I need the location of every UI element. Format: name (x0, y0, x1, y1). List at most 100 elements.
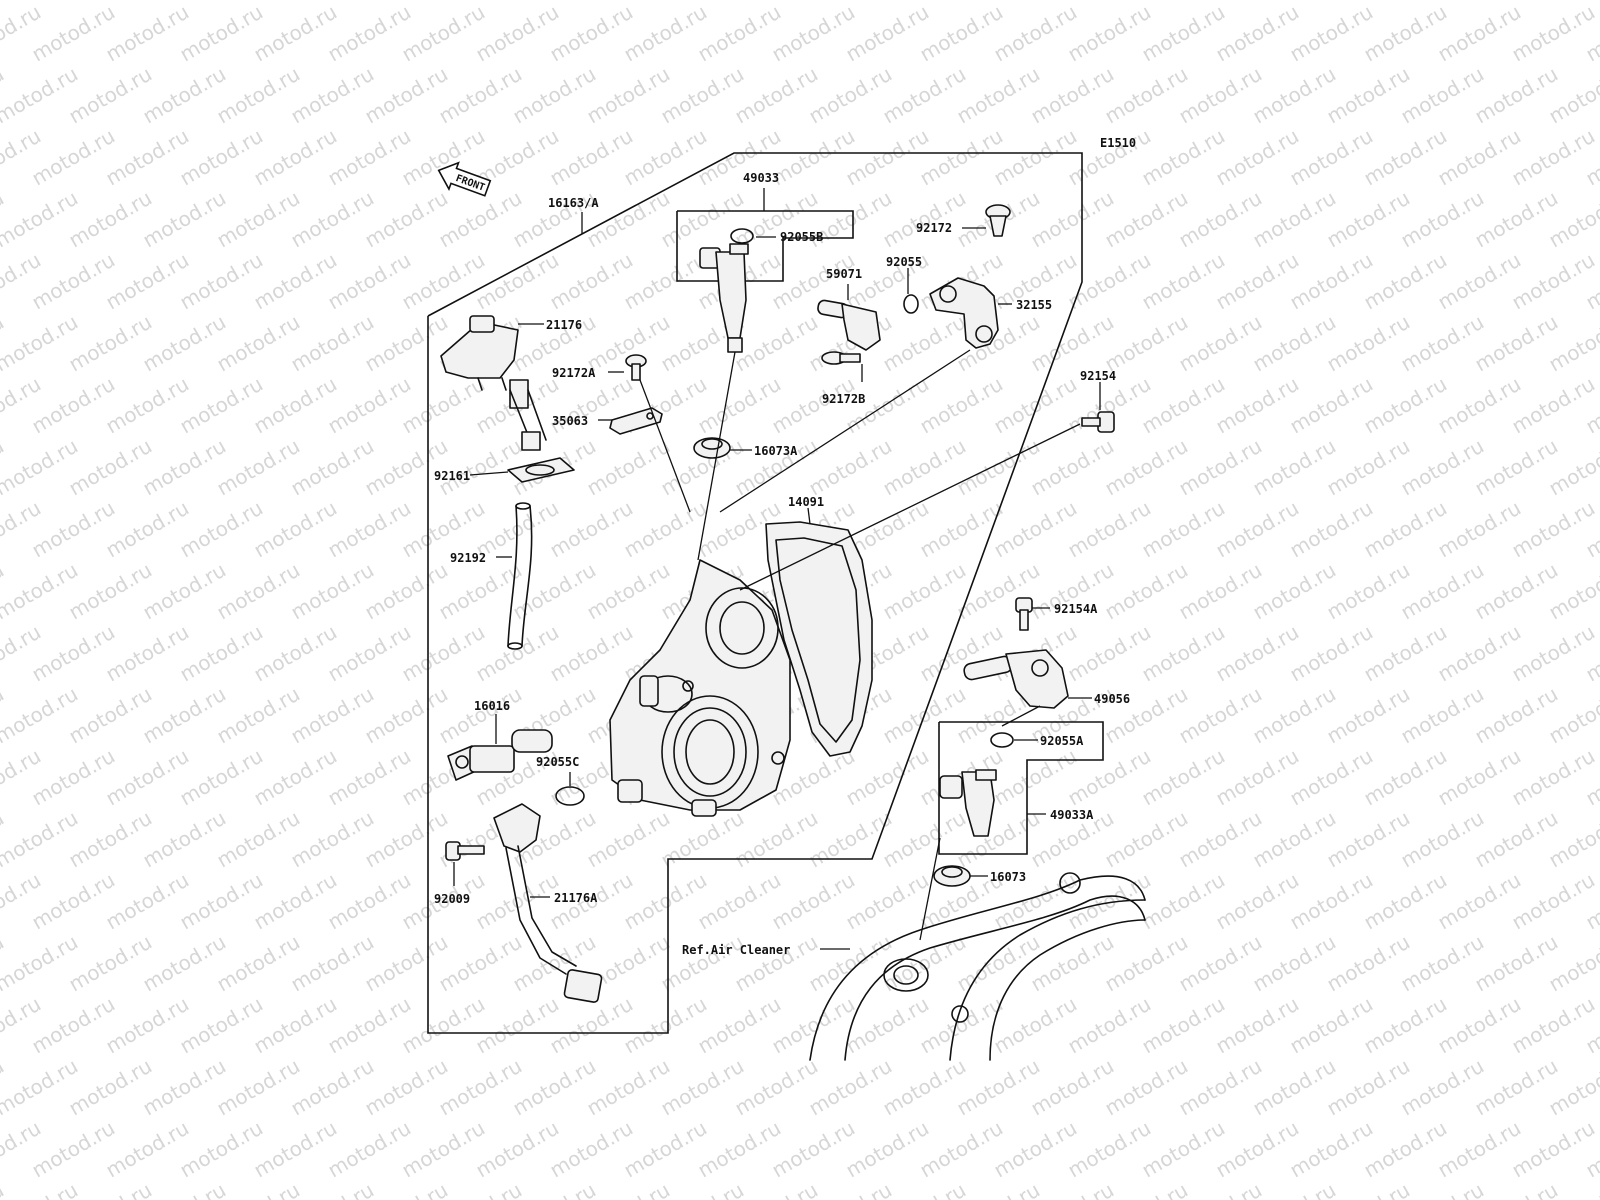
watermark-text: motod.ru (324, 124, 415, 191)
watermark-text: motod.ru (1138, 620, 1229, 687)
watermark-text: motod.ru (1101, 558, 1192, 625)
watermark-text: motod.ru (176, 248, 267, 315)
watermark-text: motod.ru (287, 1054, 378, 1121)
watermark-text: motod.ru (176, 1116, 267, 1183)
watermark-text: motod.ru (1434, 868, 1525, 935)
watermark-text: motod.ru (1212, 868, 1303, 935)
watermark-text: motod.ru (1027, 310, 1118, 377)
watermark-text: motod.ru (1249, 682, 1340, 749)
watermark-text: motod.ru (1249, 806, 1340, 873)
watermark-text: motod.ru (842, 868, 933, 935)
watermark-text: motod.ru (1286, 868, 1377, 935)
watermark-text: motod.ru (1064, 1116, 1155, 1183)
watermark-text: motod.ru (842, 744, 933, 811)
watermark-text: motod.ru (435, 1054, 526, 1121)
watermark-text: motod.ru (805, 0, 896, 4)
watermark-text: motod.ru (1397, 0, 1488, 4)
watermark-text: motod.ru (1064, 0, 1155, 66)
watermark-text: motod.ru (1471, 0, 1562, 4)
watermark-text: motod.ru (1249, 434, 1340, 501)
watermark-text: motod.ru (1101, 310, 1192, 377)
label-21176: 21176 (546, 318, 582, 332)
watermark-text: motod.ru (1508, 1116, 1599, 1183)
watermark-text: motod.ru (1064, 620, 1155, 687)
watermark-text: motod.ru (1175, 434, 1266, 501)
watermark-text: motod.ru (28, 620, 119, 687)
watermark-text: motod.ru (1323, 806, 1414, 873)
watermark-text: motod.ru (361, 186, 452, 253)
label-16073A: 16073A (754, 444, 798, 458)
watermark-text: motod.ru (731, 806, 822, 873)
watermark-text: motod.ru (324, 992, 415, 1059)
watermark-text: motod.ru (139, 806, 230, 873)
watermark-text: motod.ru (657, 62, 748, 129)
watermark-text: motod.ru (916, 496, 1007, 563)
label-92055: 92055 (886, 255, 922, 269)
watermark-text: motod.ru (1249, 558, 1340, 625)
watermark-text: motod.ru (250, 868, 341, 935)
label-35063: 35063 (552, 414, 588, 428)
watermark-text: motod.ru (879, 62, 970, 129)
watermark-text: motod.ru (176, 372, 267, 439)
part-92161-plate (507, 457, 575, 483)
watermark-text: motod.ru (250, 124, 341, 191)
watermark-text: motod.ru (657, 930, 748, 997)
watermark-text: motod.ru (509, 0, 600, 4)
watermark-text: motod.ru (1434, 1116, 1525, 1183)
watermark-text: motod.ru (1397, 806, 1488, 873)
watermark-text: motod.ru (1138, 124, 1229, 191)
watermark-text: motod.ru (1397, 930, 1488, 997)
watermark-text: motod.ru (398, 372, 489, 439)
watermark-text: motod.ru (213, 806, 304, 873)
watermark-text: motod.ru (65, 0, 156, 4)
part-16073A-grommet (693, 437, 731, 459)
watermark-text: motod.ru (250, 992, 341, 1059)
watermark-text: motod.ru (398, 0, 489, 66)
watermark-text: motod.ru (102, 992, 193, 1059)
watermark-text: motod.ru (1323, 186, 1414, 253)
watermark-text: motod.ru (324, 248, 415, 315)
watermark-text: motod.ru (472, 0, 563, 66)
watermark-text: motod.ru (1212, 124, 1303, 191)
watermark-text: motod.ru (1175, 558, 1266, 625)
watermark-text: motod.ru (435, 186, 526, 253)
watermark-text: motod.ru (1175, 682, 1266, 749)
watermark-text: motod.ru (1508, 496, 1599, 563)
watermark-text: motod.ru (28, 1116, 119, 1183)
watermark-text: motod.ru (731, 930, 822, 997)
watermark-text: motod.ru (28, 0, 119, 66)
watermark-text: motod.ru (1360, 992, 1451, 1059)
watermark-text: motod.ru (509, 62, 600, 129)
watermark-text: motod.ru (1249, 62, 1340, 129)
watermark-text: motod.ru (509, 1054, 600, 1121)
watermark-text: motod.ru (1249, 1054, 1340, 1121)
watermark-text: motod.ru (102, 248, 193, 315)
watermark-text: motod.ru (213, 434, 304, 501)
watermark-text: motod.ru (250, 496, 341, 563)
watermark-text: motod.ru (1434, 620, 1525, 687)
watermark-text: motod.ru (1397, 310, 1488, 377)
watermark-text: motod.ru (1508, 0, 1599, 66)
watermark-text: motod.ru (324, 868, 415, 935)
watermark-text: motod.ru (65, 434, 156, 501)
watermark-text: motod.ru (1471, 186, 1562, 253)
watermark-text: motod.ru (139, 1054, 230, 1121)
watermark-text: motod.ru (953, 434, 1044, 501)
watermark-text: motod.ru (324, 496, 415, 563)
watermark-text: motod.ru (213, 930, 304, 997)
watermark-text: motod.ru (620, 992, 711, 1059)
leader-lines (453, 188, 1101, 950)
watermark-text: motod.ru (250, 620, 341, 687)
watermark-text: motod.ru (0, 0, 82, 4)
watermark-text: motod.ru (1212, 1116, 1303, 1183)
watermark-text: motod.ru (583, 806, 674, 873)
watermark-text: motod.ru (768, 124, 859, 191)
watermark-text: motod.ru (1508, 744, 1599, 811)
watermark-text: motod.ru (435, 930, 526, 997)
watermark-text: motod.ru (879, 1054, 970, 1121)
watermark-text: motod.ru (1027, 0, 1118, 4)
watermark-text: motod.ru (805, 1054, 896, 1121)
watermark-text: motod.ru (1434, 248, 1525, 315)
watermark-text: motod.ru (1212, 744, 1303, 811)
watermark-text: motod.ru (250, 372, 341, 439)
